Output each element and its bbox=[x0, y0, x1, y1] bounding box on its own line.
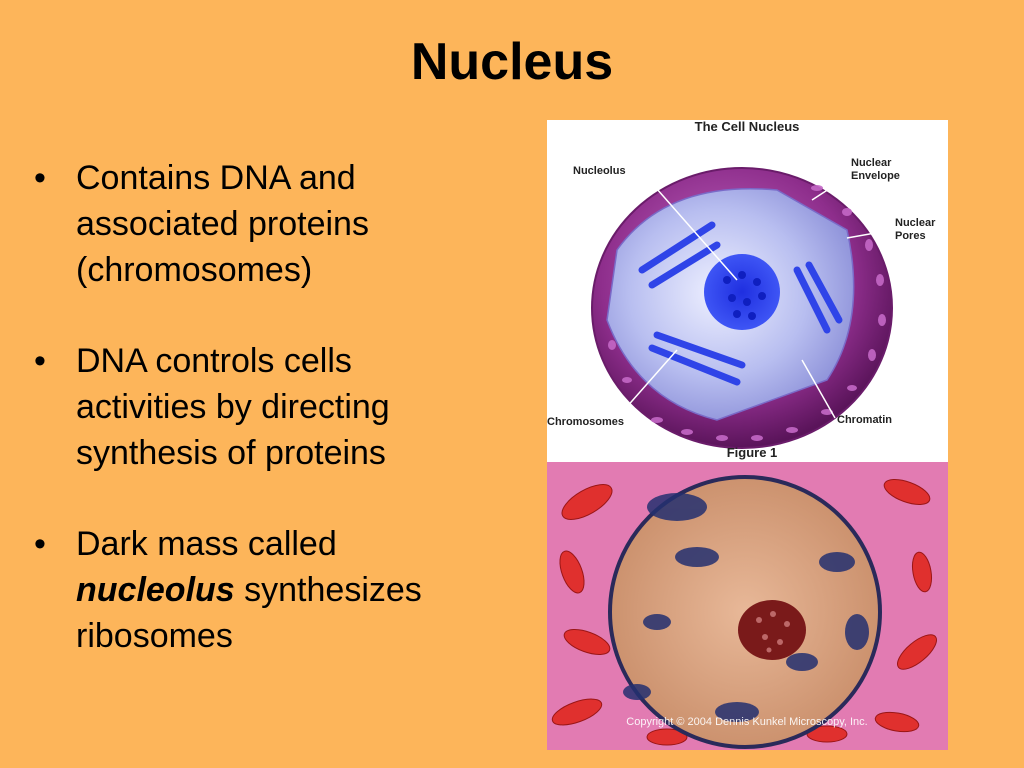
chromosomes-shapes bbox=[638, 221, 843, 386]
label-nuclear-envelope-2: Envelope bbox=[851, 170, 900, 182]
slide-title: Nucleus bbox=[410, 33, 614, 91]
nucleolus-granules bbox=[723, 271, 766, 320]
nucleolus-texture bbox=[756, 611, 790, 653]
copyright-text: Copyright © 2004 Dennis Kunkel Microscop… bbox=[626, 716, 867, 728]
label-nucleolus: Nucleolus bbox=[573, 165, 626, 177]
micrograph-svg: Copyright © 2004 Dennis Kunkel Microscop… bbox=[547, 462, 948, 750]
bullet-dot-icon: • bbox=[34, 159, 46, 197]
bullet-dot-icon: • bbox=[34, 342, 46, 380]
bullet-line-rest: synthesizes bbox=[234, 571, 422, 609]
heterochromatin-shapes bbox=[623, 493, 869, 722]
bullet-list: • Contains DNA and associated proteins (… bbox=[28, 155, 508, 704]
bullet-item-dna: • Contains DNA and associated proteins (… bbox=[28, 155, 508, 293]
label-nuclear-envelope-1: Nuclear bbox=[851, 157, 892, 169]
bullet-dot-icon: • bbox=[34, 525, 46, 563]
bullet-line: ribosomes bbox=[76, 617, 233, 655]
micrograph-nucleolus bbox=[738, 600, 806, 660]
bullet-line: Dark mass called bbox=[76, 525, 337, 563]
bullet-line: (chromosomes) bbox=[76, 251, 313, 289]
figure-label: Figure 1 bbox=[727, 445, 778, 460]
nucleolus-shape bbox=[704, 254, 780, 330]
bullet-line: activities by directing bbox=[76, 388, 390, 426]
bullet-item-nucleolus: • Dark mass called nucleolus synthesizes… bbox=[28, 521, 508, 659]
leader-line-pores bbox=[846, 229, 893, 239]
nucleus-diagram-svg: The Cell Nucleus Nucleolus Nuclear Envel… bbox=[547, 119, 936, 460]
leader-line-chromosomes bbox=[616, 349, 678, 419]
label-nuclear-pores-2: Pores bbox=[895, 230, 926, 242]
bullet-line: DNA controls cells bbox=[76, 342, 352, 380]
bullet-line: associated proteins bbox=[76, 205, 369, 243]
micrograph-image: Copyright © 2004 Dennis Kunkel Microscop… bbox=[547, 462, 948, 750]
diagram-title: The Cell Nucleus bbox=[695, 120, 800, 134]
label-chromatin: Chromatin bbox=[837, 414, 892, 426]
label-chromosomes: Chromosomes bbox=[547, 416, 624, 428]
leader-line-nucleolus bbox=[641, 171, 738, 281]
nuclear-pores-shapes bbox=[608, 185, 886, 441]
bullet-line: Contains DNA and bbox=[76, 159, 356, 197]
bullet-line: nucleolus synthesizes bbox=[76, 567, 508, 613]
bullet-line: synthesis of proteins bbox=[76, 434, 386, 472]
nucleus-diagram: The Cell Nucleus Nucleolus Nuclear Envel… bbox=[547, 119, 948, 462]
nucleolus-term: nucleolus bbox=[76, 571, 235, 609]
leader-line-envelope bbox=[811, 175, 850, 201]
bullet-item-dna-controls: • DNA controls cells activities by direc… bbox=[28, 338, 508, 476]
leader-line-chromatin bbox=[801, 359, 836, 419]
label-nuclear-pores-1: Nuclear bbox=[895, 217, 936, 229]
